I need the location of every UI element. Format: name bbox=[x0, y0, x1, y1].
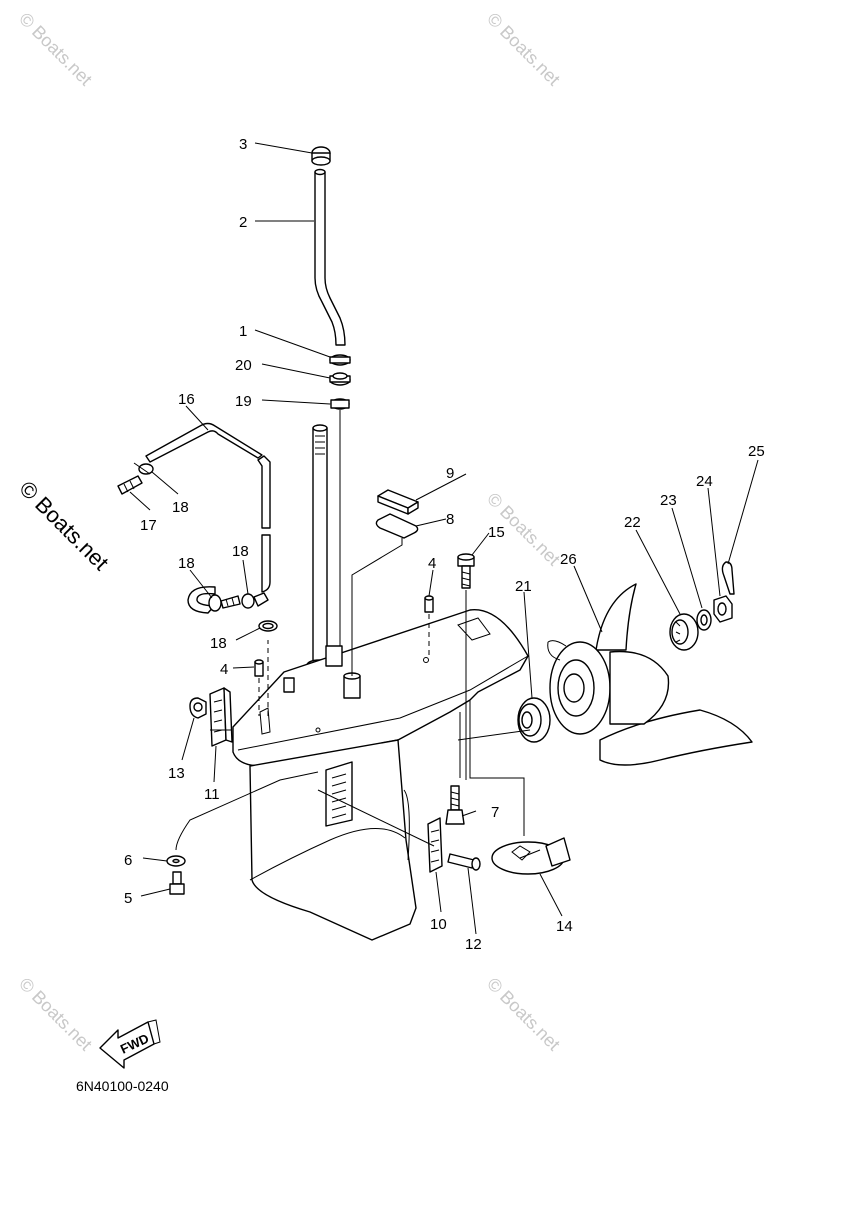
callout-4-lower: 4 bbox=[220, 661, 228, 678]
callout-18-left: 18 bbox=[178, 555, 195, 572]
part-13-nut bbox=[189, 697, 207, 719]
callout-1: 1 bbox=[239, 323, 247, 340]
watermark-bottom-left: © Boats.net bbox=[15, 974, 96, 1055]
part-19-seal bbox=[330, 398, 350, 410]
part-18-clip-mid bbox=[241, 592, 269, 609]
callout-26: 26 bbox=[560, 551, 577, 568]
callout-15: 15 bbox=[488, 524, 505, 541]
part-1-seal bbox=[329, 354, 351, 366]
callout-6: 6 bbox=[124, 852, 132, 869]
leader-lines bbox=[129, 142, 759, 935]
callout-2: 2 bbox=[239, 214, 247, 231]
diagram-code: 6N40100-0240 bbox=[76, 1078, 169, 1094]
callout-22: 22 bbox=[624, 514, 641, 531]
part-18-clip-top bbox=[133, 462, 154, 475]
callout-21: 21 bbox=[515, 578, 532, 595]
part-4-pin-upper bbox=[424, 595, 434, 613]
watermark-side: © Boats.net bbox=[14, 476, 113, 575]
part-9-plate bbox=[377, 489, 419, 515]
part-8-plate bbox=[375, 513, 419, 539]
callout-18-mid: 18 bbox=[232, 543, 249, 560]
callout-14: 14 bbox=[556, 918, 573, 935]
callout-16: 16 bbox=[178, 391, 195, 408]
callout-24: 24 bbox=[696, 473, 713, 490]
part-10-anode bbox=[427, 817, 443, 873]
callout-12: 12 bbox=[465, 936, 482, 953]
part-17-fitting bbox=[117, 475, 143, 495]
part-26-propeller bbox=[547, 583, 753, 766]
callout-20: 20 bbox=[235, 357, 252, 374]
part-4-pin-lower bbox=[254, 659, 264, 677]
callout-10: 10 bbox=[430, 916, 447, 933]
callout-13: 13 bbox=[168, 765, 185, 782]
part-24-nut bbox=[713, 595, 733, 623]
watermark-top-right: © Boats.net bbox=[483, 9, 564, 90]
part-22-spacer bbox=[669, 613, 699, 651]
drive-shaft bbox=[305, 424, 335, 677]
part-15-bolt bbox=[457, 553, 475, 589]
part-16-hose bbox=[145, 422, 271, 614]
callout-23: 23 bbox=[660, 492, 677, 509]
watermark-top-left: © Boats.net bbox=[15, 9, 96, 90]
callout-19: 19 bbox=[235, 393, 252, 410]
callout-9: 9 bbox=[446, 465, 454, 482]
assembly-guides bbox=[175, 538, 531, 851]
part-25-cotter-pin bbox=[721, 561, 735, 595]
callout-17: 17 bbox=[140, 517, 157, 534]
callout-11: 11 bbox=[204, 786, 220, 803]
callout-18-top: 18 bbox=[172, 499, 189, 516]
part-3-grommet bbox=[311, 146, 331, 166]
callout-7: 7 bbox=[491, 804, 499, 821]
callout-8: 8 bbox=[446, 511, 454, 528]
forward-arrow-icon: FWD bbox=[99, 1019, 161, 1069]
part-23-washer bbox=[696, 609, 712, 631]
watermark-bottom-right: © Boats.net bbox=[483, 974, 564, 1055]
callout-3: 3 bbox=[239, 136, 247, 153]
callout-25: 25 bbox=[748, 443, 765, 460]
part-21-thrust-washer bbox=[517, 697, 551, 743]
part-12-bolt bbox=[447, 853, 481, 871]
part-14-trim-tab bbox=[491, 837, 571, 875]
part-11-anode bbox=[209, 687, 233, 747]
callout-numbers: 3 2 1 20 19 16 9 8 15 4 4 18 17 18 18 18… bbox=[124, 136, 765, 953]
part-20-seal bbox=[329, 372, 351, 386]
part-6-washer bbox=[166, 855, 186, 867]
part-18-clip-bottom bbox=[258, 620, 278, 632]
callout-5: 5 bbox=[124, 890, 132, 907]
part-7-bolt bbox=[445, 785, 465, 825]
callout-4-upper: 4 bbox=[428, 555, 436, 572]
part-2-water-tube bbox=[314, 168, 346, 346]
part-5-bolt bbox=[169, 871, 185, 895]
callout-18-bottom: 18 bbox=[210, 635, 227, 652]
gearcase-housing bbox=[232, 609, 529, 941]
part-18-clip-left bbox=[208, 594, 241, 612]
